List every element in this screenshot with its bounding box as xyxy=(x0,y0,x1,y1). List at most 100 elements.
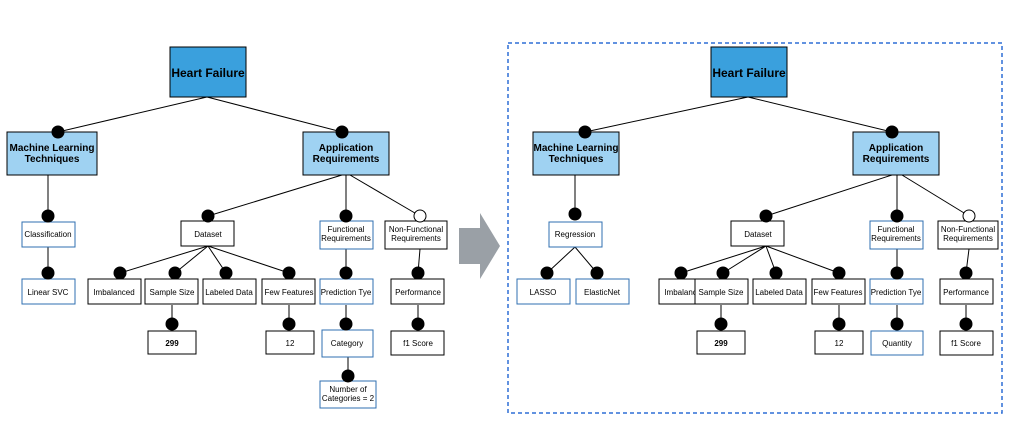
mandatory-marker xyxy=(714,317,728,331)
dataset-node xyxy=(730,220,785,247)
imbalanced-node xyxy=(87,278,142,305)
mandatory-marker xyxy=(590,266,604,280)
performance-label: Performance xyxy=(395,288,441,297)
labeled-data-node xyxy=(202,278,257,305)
mandatory-marker xyxy=(165,317,179,331)
category-label: Category xyxy=(331,339,363,348)
prediction-type-label: Prediction Tye xyxy=(871,288,922,297)
f1-score-label: f1 Score xyxy=(403,339,433,348)
root-node xyxy=(169,46,247,98)
dataset-label: Dataset xyxy=(194,230,222,239)
num-categories-node xyxy=(319,380,377,409)
labeled-data-label: Labeled Data xyxy=(205,288,253,297)
sample-value-node xyxy=(147,330,197,355)
prediction-type-label: Prediction Tye xyxy=(321,288,372,297)
mandatory-marker xyxy=(832,317,846,331)
sample-size-node xyxy=(144,278,199,305)
f1-score-label: f1 Score xyxy=(951,339,981,348)
few-features-label: Few Features xyxy=(265,288,314,297)
mandatory-marker xyxy=(339,266,353,280)
app-requirements-node xyxy=(852,131,940,176)
quantity-label: Quantity xyxy=(882,339,912,348)
classification-node xyxy=(21,221,76,248)
root-node xyxy=(710,46,788,98)
features-value-node xyxy=(814,330,864,355)
app-requirements-node xyxy=(302,131,390,176)
regression-label: Regression xyxy=(555,230,595,239)
mandatory-marker xyxy=(568,207,582,221)
mandatory-marker xyxy=(890,266,904,280)
optional-marker xyxy=(413,209,427,223)
mandatory-marker xyxy=(168,266,182,280)
elasticnet-label: ElasticNet xyxy=(584,288,621,297)
few-features-node xyxy=(811,278,866,305)
performance-node xyxy=(390,278,445,305)
mandatory-marker xyxy=(411,317,425,331)
prediction-type-node xyxy=(869,278,924,305)
mandatory-marker xyxy=(674,266,688,280)
mandatory-marker xyxy=(832,266,846,280)
performance-label: Performance xyxy=(943,288,989,297)
labeled-data-node xyxy=(752,278,807,305)
mandatory-marker xyxy=(41,209,55,223)
sample-value-label: 299 xyxy=(165,339,179,348)
left-markers xyxy=(41,125,427,383)
labeled-data-label: Labeled Data xyxy=(755,288,803,297)
linear-svc-node xyxy=(21,278,76,305)
mandatory-marker xyxy=(339,209,353,223)
mandatory-marker xyxy=(219,266,233,280)
ml-techniques-node xyxy=(532,131,620,176)
optional-marker xyxy=(962,209,976,223)
f1-score-node xyxy=(390,330,445,356)
mandatory-marker xyxy=(959,266,973,280)
mandatory-marker xyxy=(890,209,904,223)
sample-value-node xyxy=(696,330,746,355)
category-node xyxy=(321,329,374,358)
features-value-label: 12 xyxy=(835,339,844,348)
imbalanced-label: Imbalanced xyxy=(664,288,705,297)
root-label: Heart Failure xyxy=(171,66,245,80)
right-markers xyxy=(540,125,976,331)
mandatory-marker xyxy=(339,317,353,331)
transform-arrow-icon xyxy=(459,213,500,279)
mandatory-marker xyxy=(759,209,773,223)
features-value-label: 12 xyxy=(286,339,295,348)
linear-svc-label: Linear SVC xyxy=(28,288,69,297)
mandatory-marker xyxy=(540,266,554,280)
mandatory-marker xyxy=(335,125,349,139)
dashed-frame xyxy=(507,42,1003,414)
sample-size-label: Sample Size xyxy=(150,288,195,297)
mandatory-marker xyxy=(51,125,65,139)
mandatory-marker xyxy=(113,266,127,280)
f1-score-node xyxy=(939,330,994,356)
non-functional-node xyxy=(384,220,448,250)
performance-node xyxy=(939,278,994,305)
sample-size-label: Sample Size xyxy=(699,288,744,297)
classification-label: Classification xyxy=(24,230,71,239)
mandatory-marker xyxy=(769,266,783,280)
dataset-node xyxy=(180,220,235,247)
mandatory-marker xyxy=(885,125,899,139)
functional-node xyxy=(869,220,924,250)
mandatory-marker xyxy=(282,317,296,331)
sample-size-node xyxy=(694,278,749,305)
mandatory-marker xyxy=(959,317,973,331)
regression-node xyxy=(548,221,603,248)
quantity-node xyxy=(870,330,924,356)
root-label: Heart Failure xyxy=(712,66,786,80)
features-value-node xyxy=(265,330,315,355)
elasticnet-node xyxy=(575,278,630,305)
lasso-node xyxy=(516,278,571,305)
mandatory-marker xyxy=(890,317,904,331)
